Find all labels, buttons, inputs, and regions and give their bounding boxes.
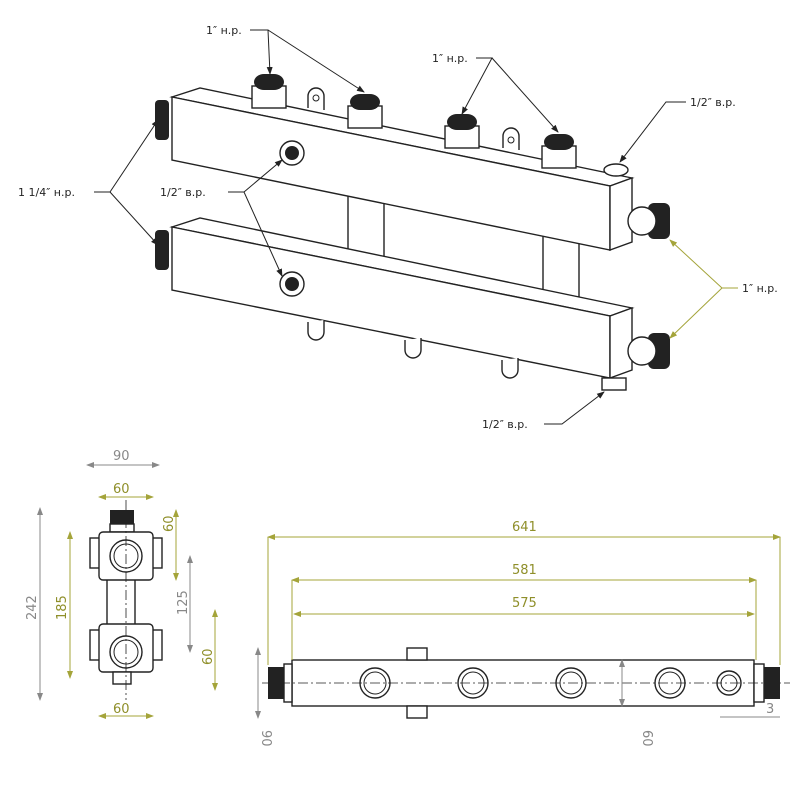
callout-drain: 1/2″ в.р. [482, 418, 528, 431]
lower-header-box [155, 217, 670, 391]
callout-right-outlets: 1″ н.р. [742, 282, 778, 295]
isometric-view: 1″ н.р. 1″ н.р. 1/2″ в.р. 1 1/4″ н.р. 1/… [18, 24, 778, 431]
callout-top-outlets-right: 1″ н.р. [432, 52, 468, 65]
dim-body-width-top: 60 [113, 482, 130, 497]
dim-axis-distance: 185 [55, 595, 70, 620]
dim-offset: 3 [766, 702, 774, 717]
dim-body-height-bottom: 60 [201, 648, 216, 665]
callout-main-inlets: 1 1/4″ н.р. [18, 186, 75, 199]
upper-header-box [155, 87, 670, 251]
callout-side-ports: 1/2″ в.р. [160, 186, 206, 199]
dim-body-length: 581 [512, 563, 537, 578]
side-view: 90 60 60 242 185 60 125 60 [25, 449, 218, 719]
dim-body-height-top: 60 [162, 515, 177, 532]
dim-body-width-bottom: 60 [113, 702, 130, 717]
dim-overall-length: 641 [512, 520, 537, 535]
dim-center-spacing: 125 [176, 590, 191, 615]
front-view: 641 581 575 90 60 3 [255, 520, 790, 747]
callout-air-vent: 1/2″ в.р. [690, 96, 736, 109]
top-outlets [251, 74, 629, 177]
connector-pipe [347, 194, 385, 258]
dim-overall-height: 242 [25, 595, 40, 620]
dim-height-right: 60 [639, 730, 654, 747]
dim-overall-width: 90 [113, 449, 130, 464]
callout-top-outlets-left: 1″ н.р. [206, 24, 242, 37]
connector-pipe [542, 234, 580, 298]
callouts: 1″ н.р. 1″ н.р. 1/2″ в.р. 1 1/4″ н.р. 1/… [18, 24, 778, 431]
dim-height-left: 90 [258, 730, 273, 747]
dim-inner-length: 575 [512, 596, 537, 611]
